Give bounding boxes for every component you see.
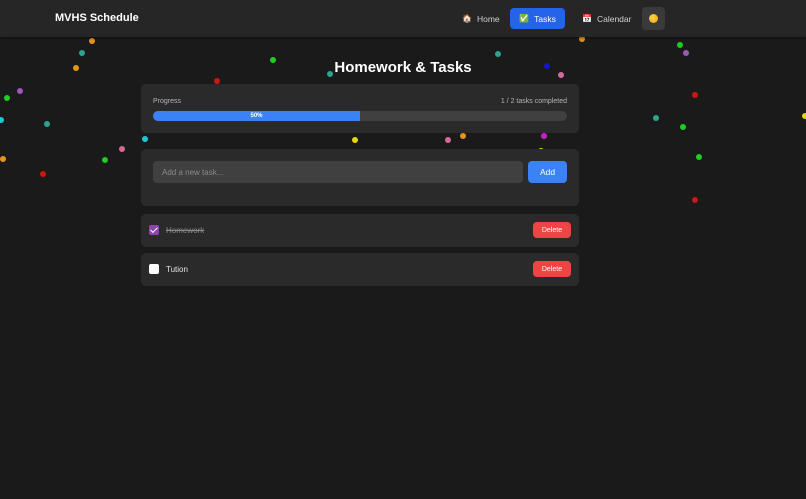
confetti-dot <box>677 42 683 48</box>
progress-summary: 1 / 2 tasks completed <box>500 98 567 105</box>
progress-bar-fill: 50% <box>153 111 360 121</box>
confetti-dot <box>802 113 806 119</box>
confetti-dot <box>692 92 698 98</box>
confetti-dot <box>89 38 95 44</box>
confetti-dot <box>653 115 659 121</box>
confetti-dot <box>4 95 10 101</box>
task-item: Homework Delete <box>141 214 579 247</box>
confetti-dot <box>40 171 46 177</box>
confetti-dot <box>119 146 125 152</box>
confetti-dot <box>541 133 547 139</box>
progress-bar: 50% <box>153 111 567 121</box>
calendar-icon: 📅 <box>582 14 592 23</box>
confetti-dot <box>79 50 85 56</box>
delete-task-button[interactable]: Delete <box>533 261 571 277</box>
nav-tasks-label: Tasks <box>534 13 556 24</box>
confetti-dot <box>445 137 451 143</box>
confetti-dot <box>0 156 6 162</box>
confetti-dot <box>495 51 501 57</box>
confetti-dot <box>692 197 698 203</box>
task-text: Homework <box>166 226 205 235</box>
confetti-dot <box>0 117 4 123</box>
task-checkbox[interactable] <box>149 264 159 274</box>
confetti-dot <box>460 133 466 139</box>
task-checkbox[interactable] <box>149 225 159 235</box>
confetti-dot <box>680 124 686 130</box>
progress-label: Progress <box>153 98 182 105</box>
new-task-input[interactable] <box>153 161 523 183</box>
add-task-card: Add <box>141 149 579 206</box>
house-icon: 🏠 <box>462 14 472 23</box>
brand-title[interactable]: MVHS Schedule <box>55 12 139 24</box>
nav-calendar-link[interactable]: 📅 Calendar <box>572 8 641 29</box>
nav-home-link[interactable]: 🏠 Home <box>452 8 510 29</box>
theme-toggle-button[interactable] <box>642 7 665 30</box>
delete-task-button[interactable]: Delete <box>533 222 571 238</box>
confetti-dot <box>352 137 358 143</box>
nav-home-label: Home <box>476 13 500 24</box>
add-task-button[interactable]: Add <box>528 161 567 183</box>
confetti-dot <box>17 88 23 94</box>
nav-calendar-label: Calendar <box>596 13 632 24</box>
confetti-dot <box>683 50 689 56</box>
confetti-dot <box>696 154 702 160</box>
sun-icon <box>649 14 658 23</box>
top-navbar: MVHS Schedule 🏠 Home ✅ Tasks 📅 Calendar <box>0 0 806 37</box>
confetti-dot <box>142 136 148 142</box>
page-title: Homework & Tasks <box>334 59 472 76</box>
confetti-dot <box>102 157 108 163</box>
confetti-dot <box>44 121 50 127</box>
task-item: Tution Delete <box>141 253 579 286</box>
progress-card: Progress 1 / 2 tasks completed 50% <box>141 84 579 133</box>
nav-tasks-link[interactable]: ✅ Tasks <box>510 8 565 29</box>
task-text: Tution <box>166 265 188 274</box>
checkmark-box-icon: ✅ <box>519 14 530 23</box>
